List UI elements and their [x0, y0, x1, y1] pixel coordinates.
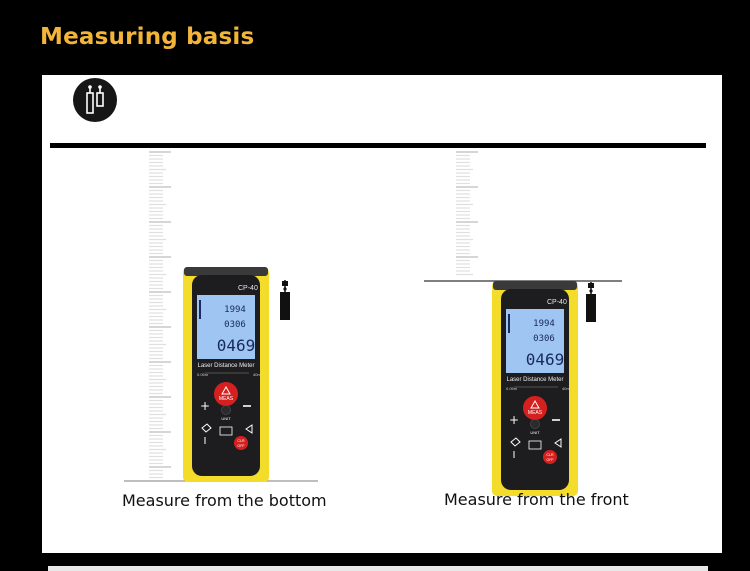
reference-wall-line [50, 143, 706, 148]
clr-off-button [543, 450, 557, 464]
area-icon [201, 423, 212, 433]
triangle-icon [245, 424, 253, 434]
range-max-label: 40m [562, 386, 570, 391]
plus-icon: + [509, 413, 519, 427]
lcd-reading: 0306 [224, 320, 246, 330]
clr-label: CLR [237, 439, 245, 443]
clr-label: CLR [546, 453, 554, 457]
meas-label: MEAS [528, 410, 543, 416]
caption-bottom: Measure from the bottom [122, 491, 327, 510]
content-panel [42, 75, 722, 553]
unit-label: UNIT [530, 430, 540, 435]
area-icon [510, 437, 521, 447]
ruler-right [456, 151, 478, 276]
range-min-label: 0.05m [197, 372, 209, 377]
bottom-strip [48, 566, 708, 571]
lcd-reading: 1994 [533, 319, 555, 329]
range-max-label: 40m [253, 372, 261, 377]
lcd-reading: 0306 [533, 334, 555, 344]
caption-front: Measure from the front [444, 490, 629, 509]
device-model-label: CP-40 [547, 299, 567, 306]
off-label: OFF [546, 458, 554, 462]
laser-distance-meter-icon [73, 78, 117, 122]
range-min-label: 0.05m [506, 386, 518, 391]
off-label: OFF [237, 444, 245, 448]
lcd-reading: 0469 [217, 336, 256, 355]
measure-point-indicator-icon [586, 282, 596, 322]
clr-off-button [234, 436, 248, 450]
unit-label: UNIT [221, 416, 231, 421]
measure-point-indicator-icon [280, 280, 290, 320]
page-title: Measuring basis [40, 24, 255, 50]
plus-icon: + [200, 399, 210, 413]
reference-icon [528, 440, 542, 450]
device-name-label: Laser Distance Meter [506, 377, 563, 383]
reference-icon [219, 426, 233, 436]
meas-label: MEAS [219, 396, 234, 402]
triangle-icon [554, 438, 562, 448]
device-name-label: Laser Distance Meter [197, 363, 254, 369]
lcd-reading: 0469 [526, 350, 565, 369]
ruler-left [149, 151, 171, 479]
lcd-reading: 1994 [224, 305, 246, 315]
device-model-label: CP-40 [238, 285, 258, 292]
